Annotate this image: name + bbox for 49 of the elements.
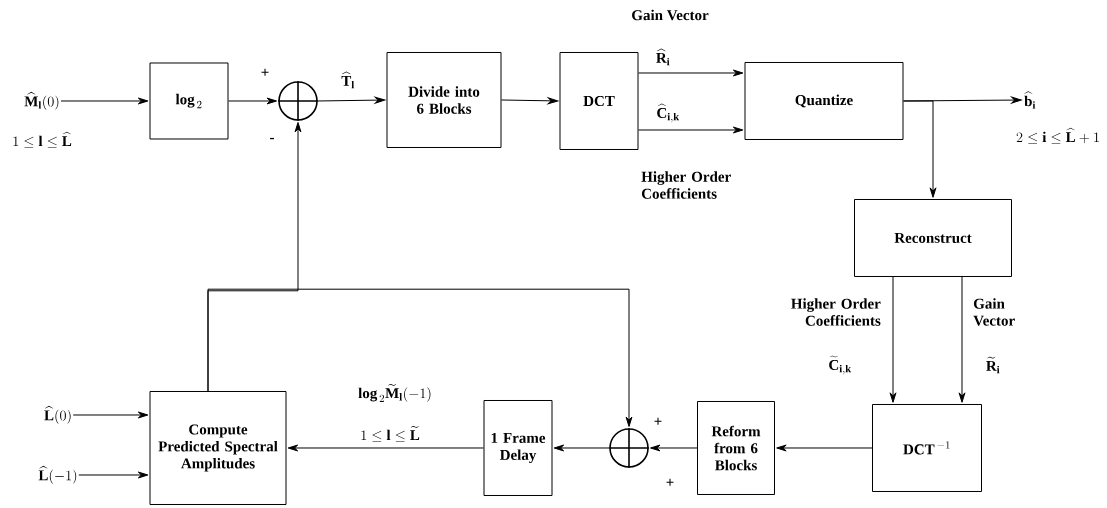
arrow: [553, 444, 610, 452]
edge-label: $\mathbf{log}_{\,2}\widetilde{\mathbf{M}}_{\mathbf{l}}(-1)$: [357, 383, 433, 403]
range-label: $2\leq \mathbf{i}\leq \widehat{\mathbf{L}}+1$: [1016, 127, 1099, 144]
arrow: [72, 411, 149, 419]
input-signal: $\widehat{\mathbf{M}}_{\mathbf{l}}(0)$: [24, 91, 59, 110]
edge-label: $\widehat{\mathbf{R}}_{\mathbf{i}}$: [654, 47, 672, 67]
arrow: [78, 471, 149, 479]
arrow: [889, 276, 897, 403]
arrow: [287, 444, 484, 452]
arrow: [958, 276, 966, 403]
process-box: Compute Predicted Spectral Amplitudes: [149, 391, 287, 505]
process-box: Quantize: [744, 62, 904, 140]
edge-label: $\widetilde{\mathbf{C}}_{\mathbf{i,k}}$: [827, 354, 853, 376]
sign-label: +: [666, 478, 674, 486]
arrow: [638, 126, 744, 134]
input-signal: $\widehat{\mathbf{L}}(-1)$: [38, 465, 77, 484]
edge-label: $\widehat{\mathbf{T}}_{\mathbf{l}}$: [340, 70, 356, 90]
process-box: DCT: [559, 52, 639, 150]
signal-label: Higher Order Coefficients: [791, 298, 881, 326]
edge-label: $\widetilde{\mathbf{R}}_{\mathbf{i}}$: [984, 355, 1002, 375]
arrow: [650, 444, 698, 452]
signal-label: Higher Order Coefficients: [641, 171, 731, 199]
arrow: [638, 69, 744, 77]
process-box: $\mathbf{log}_{\,2}$: [149, 62, 229, 140]
arrow: [903, 96, 1022, 104]
arrow: [207, 288, 633, 427]
summing-junction: [608, 427, 650, 469]
sign-label: +: [654, 417, 662, 425]
arrow: [60, 97, 149, 105]
arrow: [501, 97, 559, 105]
process-box: Divide into 6 Blocks: [386, 52, 502, 148]
edge-label: $\widehat{\mathbf{C}}_{\mathbf{i,k}}$: [655, 102, 681, 124]
arrow: [776, 444, 873, 452]
sign-label: +: [261, 68, 269, 76]
summing-junction: [277, 80, 319, 122]
process-box: 1 Frame Delay: [483, 400, 553, 496]
range-label: $1\leq \mathbf{l}\leq \widehat{\mathbf{L}}$: [13, 131, 72, 148]
signal-label: Gain Vector: [973, 298, 1015, 326]
input-signal: $\widehat{\mathbf{L}}(0)$: [44, 405, 71, 424]
range-label: $1\leq \mathbf{l}\leq \widetilde{\mathbf{L}}$: [361, 426, 420, 442]
arrow: [903, 100, 937, 198]
arrow: [228, 97, 277, 105]
signal-label: Gain Vector: [632, 9, 709, 21]
output-signal: $\widehat{\mathbf{b}}_{\mathbf{i}}$: [1024, 91, 1036, 109]
arrow: [317, 96, 386, 104]
process-box: Reform from 6 Blocks: [697, 401, 775, 495]
process-box: $\mathbf{DCT}^{\,-1}$: [872, 404, 982, 492]
process-box: Reconstruct: [854, 199, 1012, 277]
sign-label: -: [270, 137, 274, 140]
